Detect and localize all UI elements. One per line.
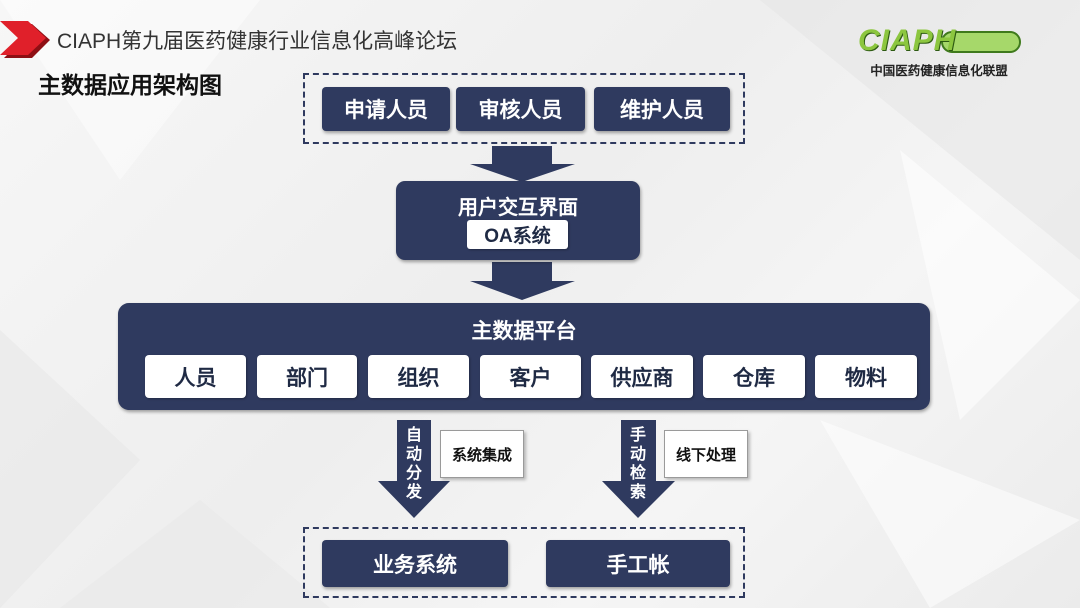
arrow-label-manual: 手动检索	[629, 427, 646, 501]
platform-item-personnel: 人员	[145, 355, 246, 398]
platform-item-department: 部门	[257, 355, 357, 398]
arrow-roles-to-interface	[470, 146, 575, 182]
platform-item-customer: 客户	[480, 355, 581, 398]
targets-group	[303, 527, 745, 598]
arrow-interface-to-platform	[470, 262, 575, 300]
flow-box-system-integration: 系统集成	[440, 430, 524, 478]
platform-item-warehouse: 仓库	[703, 355, 805, 398]
arrow-label-auto: 自动分发	[405, 427, 422, 501]
role-applicant: 申请人员	[322, 87, 450, 131]
arrow-auto-distribute	[378, 420, 450, 518]
role-reviewer: 审核人员	[456, 87, 585, 131]
event-title: CIAPH第九届医药健康行业信息化高峰论坛	[57, 30, 458, 53]
target-manual-ledger: 手工帐	[546, 540, 730, 587]
platform-item-organization: 组织	[368, 355, 469, 398]
arrow-manual-retrieve	[602, 420, 675, 518]
platform-item-material: 物料	[815, 355, 917, 398]
logo-pill-icon	[941, 31, 1021, 53]
user-interface-title: 用户交互界面	[458, 197, 578, 219]
red-chevron-icon	[0, 21, 50, 58]
flow-box-offline-processing: 线下处理	[664, 430, 748, 478]
slide-title: 主数据应用架构图	[38, 72, 222, 98]
target-business-system: 业务系统	[322, 540, 508, 587]
platform-item-supplier: 供应商	[591, 355, 693, 398]
logo-mark: CIAPH	[858, 24, 957, 57]
oa-system-chip: OA系统	[467, 220, 568, 249]
platform-title: 主数据平台	[471, 320, 577, 343]
logo-org-name: 中国医药健康信息化联盟	[870, 64, 1008, 78]
role-maintainer: 维护人员	[594, 87, 730, 131]
roles-group	[303, 73, 745, 144]
